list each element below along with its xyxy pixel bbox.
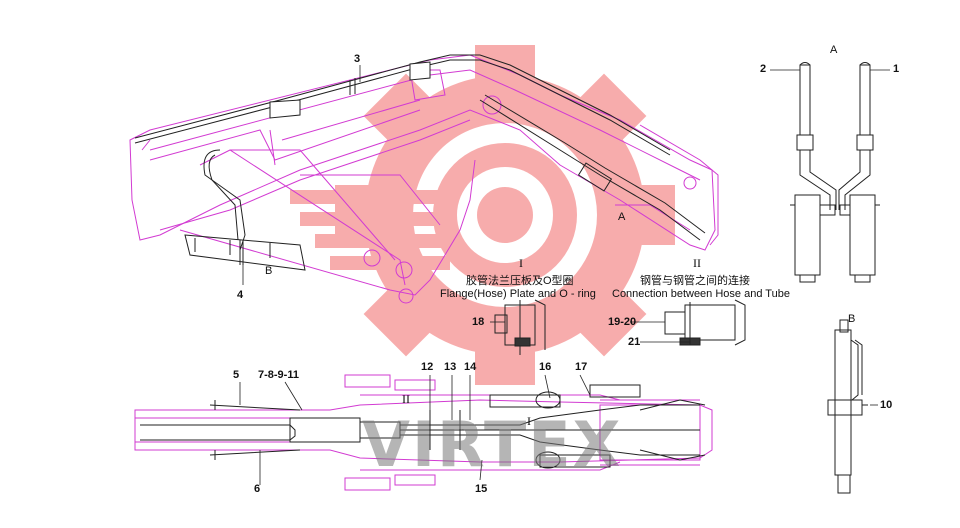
watermark-text: VIRTEX bbox=[362, 408, 623, 481]
view-a-main-label: A bbox=[618, 211, 626, 223]
part-label-16: 16 bbox=[539, 361, 552, 373]
part-label-14: 14 bbox=[464, 361, 477, 373]
part-label-13: 13 bbox=[444, 361, 457, 373]
detail-ii-roman: II bbox=[693, 256, 701, 270]
part-label-2: 2 bbox=[760, 63, 767, 75]
view-a-detail bbox=[790, 62, 880, 283]
view-b-label: B bbox=[848, 313, 856, 325]
part-label-21: 21 bbox=[628, 336, 641, 348]
part-label-19-20: 19-20 bbox=[608, 316, 637, 328]
part-label-18: 18 bbox=[472, 316, 485, 328]
detail-i-title-cn: 胶管法兰压板及O型圈 bbox=[466, 275, 574, 287]
part-label-5: 5 bbox=[233, 369, 240, 381]
part-label-6: 6 bbox=[254, 483, 261, 495]
plan-view-hoses bbox=[140, 384, 706, 469]
part-label-15: 15 bbox=[475, 483, 488, 495]
part-label-17: 17 bbox=[575, 361, 588, 373]
detail-i-title-en: Flange(Hose) Plate and O - ring bbox=[440, 288, 596, 300]
detail-ii-drawing bbox=[664, 299, 746, 346]
view-a-label: A bbox=[830, 44, 838, 56]
detail-ii-title-en: Connection between Hose and Tube bbox=[612, 288, 790, 300]
detail-i-drawing bbox=[494, 299, 546, 355]
part-label-12: 12 bbox=[421, 361, 434, 373]
detail-i-roman: I bbox=[519, 256, 523, 270]
part-label-3: 3 bbox=[354, 53, 361, 65]
detail-ii-title-cn: 钢管与钢管之间的连接 bbox=[640, 275, 750, 287]
part-label-10: 10 bbox=[880, 399, 893, 411]
hose-lines-side bbox=[134, 54, 706, 271]
marker-roman-i: I bbox=[527, 414, 531, 428]
view-b-detail bbox=[827, 319, 868, 494]
leader-lines bbox=[239, 65, 890, 485]
part-label-7-11: 7-8-9-11 bbox=[258, 369, 299, 381]
view-b-main-label: B bbox=[265, 265, 273, 277]
part-label-4: 4 bbox=[237, 289, 244, 301]
plan-view bbox=[134, 374, 713, 491]
marker-roman-ii: II bbox=[402, 392, 410, 406]
part-label-1: 1 bbox=[893, 63, 900, 75]
